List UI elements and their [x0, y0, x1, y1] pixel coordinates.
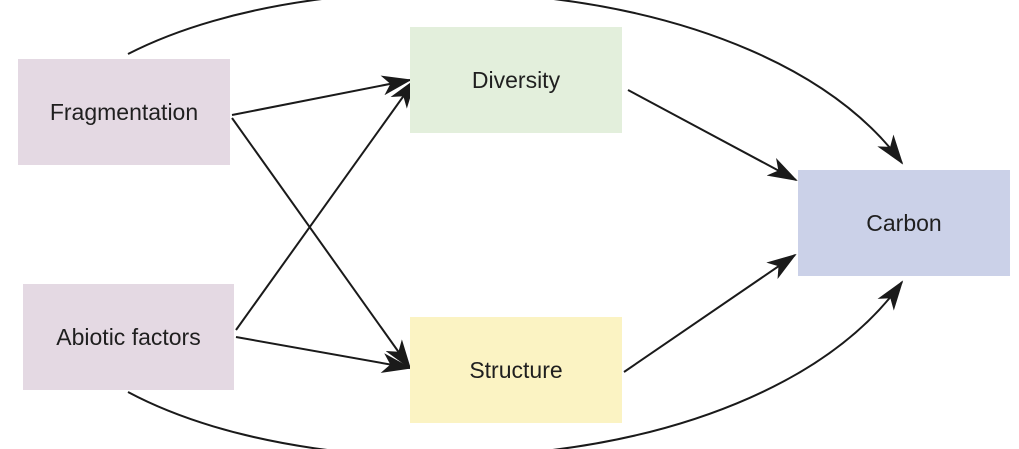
node-abiotic-factors: Abiotic factors: [23, 284, 234, 390]
edge-abiotic-to-carbon: [127, 280, 904, 449]
edge-fragmentation-to-diversity: [231, 75, 412, 116]
node-carbon-label: Carbon: [866, 209, 942, 236]
node-fragmentation: Fragmentation: [18, 59, 230, 165]
node-diversity: Diversity: [410, 27, 622, 133]
edge-abiotic-to-diversity: [235, 78, 417, 331]
edge-fragmentation-to-carbon: [127, 0, 904, 165]
edge-diversity-to-carbon: [627, 89, 798, 181]
node-structure: Structure: [410, 317, 622, 423]
node-abiotic-factors-label: Abiotic factors: [56, 323, 201, 350]
node-fragmentation-label: Fragmentation: [49, 98, 199, 125]
edge-structure-to-carbon: [623, 253, 797, 373]
node-carbon: Carbon: [798, 170, 1010, 276]
edge-abiotic-to-structure: [235, 336, 412, 373]
edge-fragmentation-to-structure: [231, 117, 412, 370]
node-diversity-label: Diversity: [471, 66, 561, 93]
node-structure-label: Structure: [469, 356, 563, 383]
